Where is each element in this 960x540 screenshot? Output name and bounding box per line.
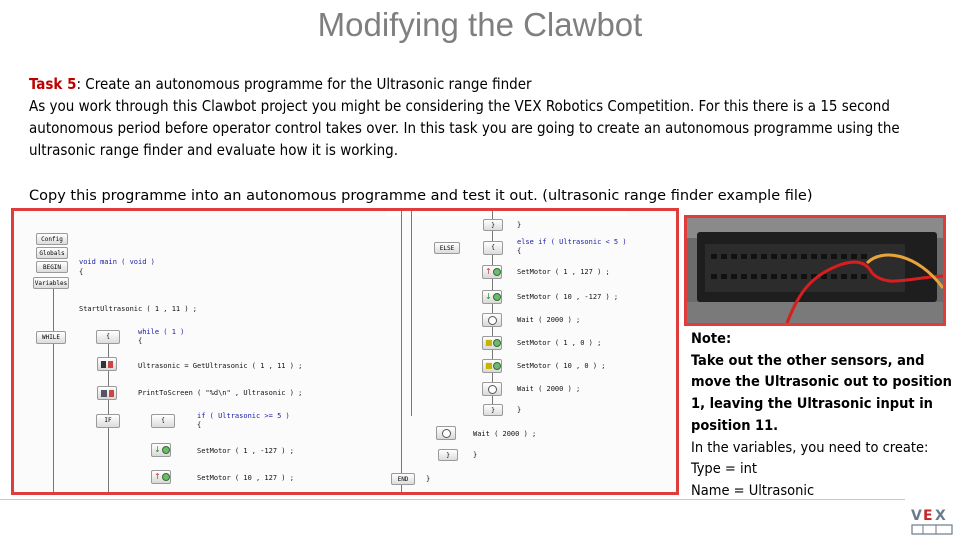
- svg-text:X: X: [935, 508, 946, 524]
- ultrasonic-sensor-photo: [684, 215, 946, 326]
- close-brace-block[interactable]: }: [483, 219, 503, 231]
- sensor-photo-illustration: [687, 218, 943, 323]
- down-arrow-icon: ↓: [154, 445, 161, 454]
- code-close-4: }: [426, 475, 431, 483]
- paragraph-2: Copy this programme into an autonomous p…: [29, 188, 813, 204]
- code-while: while ( 1 ): [138, 328, 185, 336]
- vex-logo-icon: V E X: [911, 508, 953, 535]
- config-button[interactable]: Config: [36, 233, 68, 245]
- paragraph-1: As you work through this Clawbot project…: [29, 97, 900, 159]
- code-start-ultrasonic: StartUltrasonic ( 1 , 11 ) ;: [79, 305, 198, 313]
- code-get-ultrasonic: Ultrasonic = GetUltrasonic ( 1 , 11 ) ;: [138, 362, 303, 370]
- code-r-wait-1: Wait ( 2000 ) ;: [517, 316, 581, 324]
- motor-wheel-icon: [493, 293, 501, 301]
- code-setmotor-10: SetMotor ( 10 , 127 ) ;: [197, 474, 294, 482]
- close-brace-block[interactable]: }: [483, 404, 503, 416]
- svg-text:E: E: [923, 508, 933, 524]
- task-text: : Create an autonomous programme for the…: [76, 75, 532, 93]
- wait-icon[interactable]: [436, 426, 456, 440]
- else-brace-block[interactable]: {: [483, 241, 503, 255]
- note-line-3: Name = Ultrasonic: [691, 482, 815, 499]
- motor-icon[interactable]: ↓: [151, 443, 171, 457]
- clock-icon: [442, 429, 451, 438]
- code-close-1: }: [517, 221, 522, 229]
- motor-icon[interactable]: ■: [482, 359, 502, 373]
- up-arrow-icon: ↑: [485, 267, 492, 276]
- code-else-open: {: [517, 247, 522, 255]
- code-close-2: }: [517, 406, 522, 414]
- sensor-body-icon: [101, 361, 106, 368]
- variables-button[interactable]: Variables: [33, 277, 69, 289]
- down-arrow-icon: ↓: [485, 292, 492, 301]
- code-r-setmotor-1a: SetMotor ( 1 , 127 ) ;: [517, 268, 610, 276]
- right-flow-line: [411, 211, 412, 416]
- if-block[interactable]: IF: [96, 414, 120, 428]
- task-description: Task 5: Create an autonomous programme f…: [29, 73, 934, 161]
- code-setmotor-1: SetMotor ( 1 , -127 ) ;: [197, 447, 294, 455]
- code-if-open: {: [197, 421, 202, 429]
- motor-wheel-icon: [493, 362, 501, 370]
- stop-icon: ■: [485, 361, 493, 370]
- motor-icon[interactable]: ↑: [482, 265, 502, 279]
- footer-divider: [0, 499, 905, 500]
- globals-button[interactable]: Globals: [36, 247, 68, 259]
- code-r-wait-2: Wait ( 2000 ) ;: [517, 385, 581, 393]
- svg-text:V: V: [911, 508, 922, 524]
- note-instruction: Take out the other sensors, and move the…: [691, 352, 952, 434]
- close-brace-block[interactable]: }: [438, 449, 458, 461]
- code-close-3: }: [473, 451, 478, 459]
- code-main-open: {: [79, 268, 84, 276]
- code-main: void main ( void ): [79, 258, 155, 266]
- code-wait-3: Wait ( 2000 ) ;: [473, 430, 537, 438]
- ultrasonic-sensor-icon[interactable]: [97, 357, 117, 371]
- slide-title: Modifying the Clawbot: [317, 6, 643, 43]
- code-else-if: else if ( Ultrasonic < 5 ): [517, 238, 627, 246]
- clock-icon: [488, 385, 497, 394]
- screenshot-gap: [387, 211, 627, 216]
- print-screen-icon[interactable]: [97, 386, 117, 400]
- outer-right-flow-line: [401, 211, 402, 492]
- stop-icon: ■: [485, 338, 493, 347]
- task-label: Task 5: [29, 75, 77, 93]
- motor-wheel-icon: [493, 339, 501, 347]
- else-flow-line: [492, 211, 493, 411]
- code-r-setmotor-10b: SetMotor ( 10 , 0 ) ;: [517, 362, 606, 370]
- motor-wheel-icon: [493, 268, 501, 276]
- motor-icon[interactable]: ↓: [482, 290, 502, 304]
- code-while-open: {: [138, 337, 143, 345]
- note-heading: Note:: [691, 331, 732, 347]
- code-r-setmotor-1b: SetMotor ( 1 , 0 ) ;: [517, 339, 602, 347]
- monitor-icon: [101, 390, 107, 397]
- else-block[interactable]: ELSE: [434, 242, 460, 254]
- motor-icon[interactable]: ■: [482, 336, 502, 350]
- while-block[interactable]: WHILE: [36, 331, 66, 344]
- print-mark-icon: [109, 390, 114, 397]
- wait-icon[interactable]: [482, 313, 502, 327]
- note-panel: Note: Take out the other sensors, and mo…: [691, 329, 959, 503]
- wait-icon[interactable]: [482, 382, 502, 396]
- sensor-eye-icon: [108, 361, 113, 368]
- code-print: PrintToScreen ( "%d\n" , Ultrasonic ) ;: [138, 389, 303, 397]
- code-if: if ( Ultrasonic >= 5 ): [197, 412, 290, 420]
- left-flow-line: [53, 289, 54, 492]
- note-line-1: In the variables, you need to create:: [691, 439, 929, 456]
- clock-icon: [488, 316, 497, 325]
- up-arrow-icon: ↑: [154, 472, 161, 481]
- if-brace-block[interactable]: {: [151, 414, 175, 428]
- note-line-2: Type = int: [691, 461, 757, 478]
- motor-wheel-icon: [162, 473, 170, 481]
- while-brace-block[interactable]: {: [96, 330, 120, 344]
- code-r-setmotor-10a: SetMotor ( 10 , -127 ) ;: [517, 293, 619, 301]
- motor-wheel-icon: [162, 446, 170, 454]
- easyc-code-screenshot: Config Globals BEGIN Variables void main…: [11, 208, 679, 495]
- motor-icon[interactable]: ↑: [151, 470, 171, 484]
- end-block[interactable]: END: [391, 473, 415, 485]
- begin-block[interactable]: BEGIN: [36, 261, 68, 273]
